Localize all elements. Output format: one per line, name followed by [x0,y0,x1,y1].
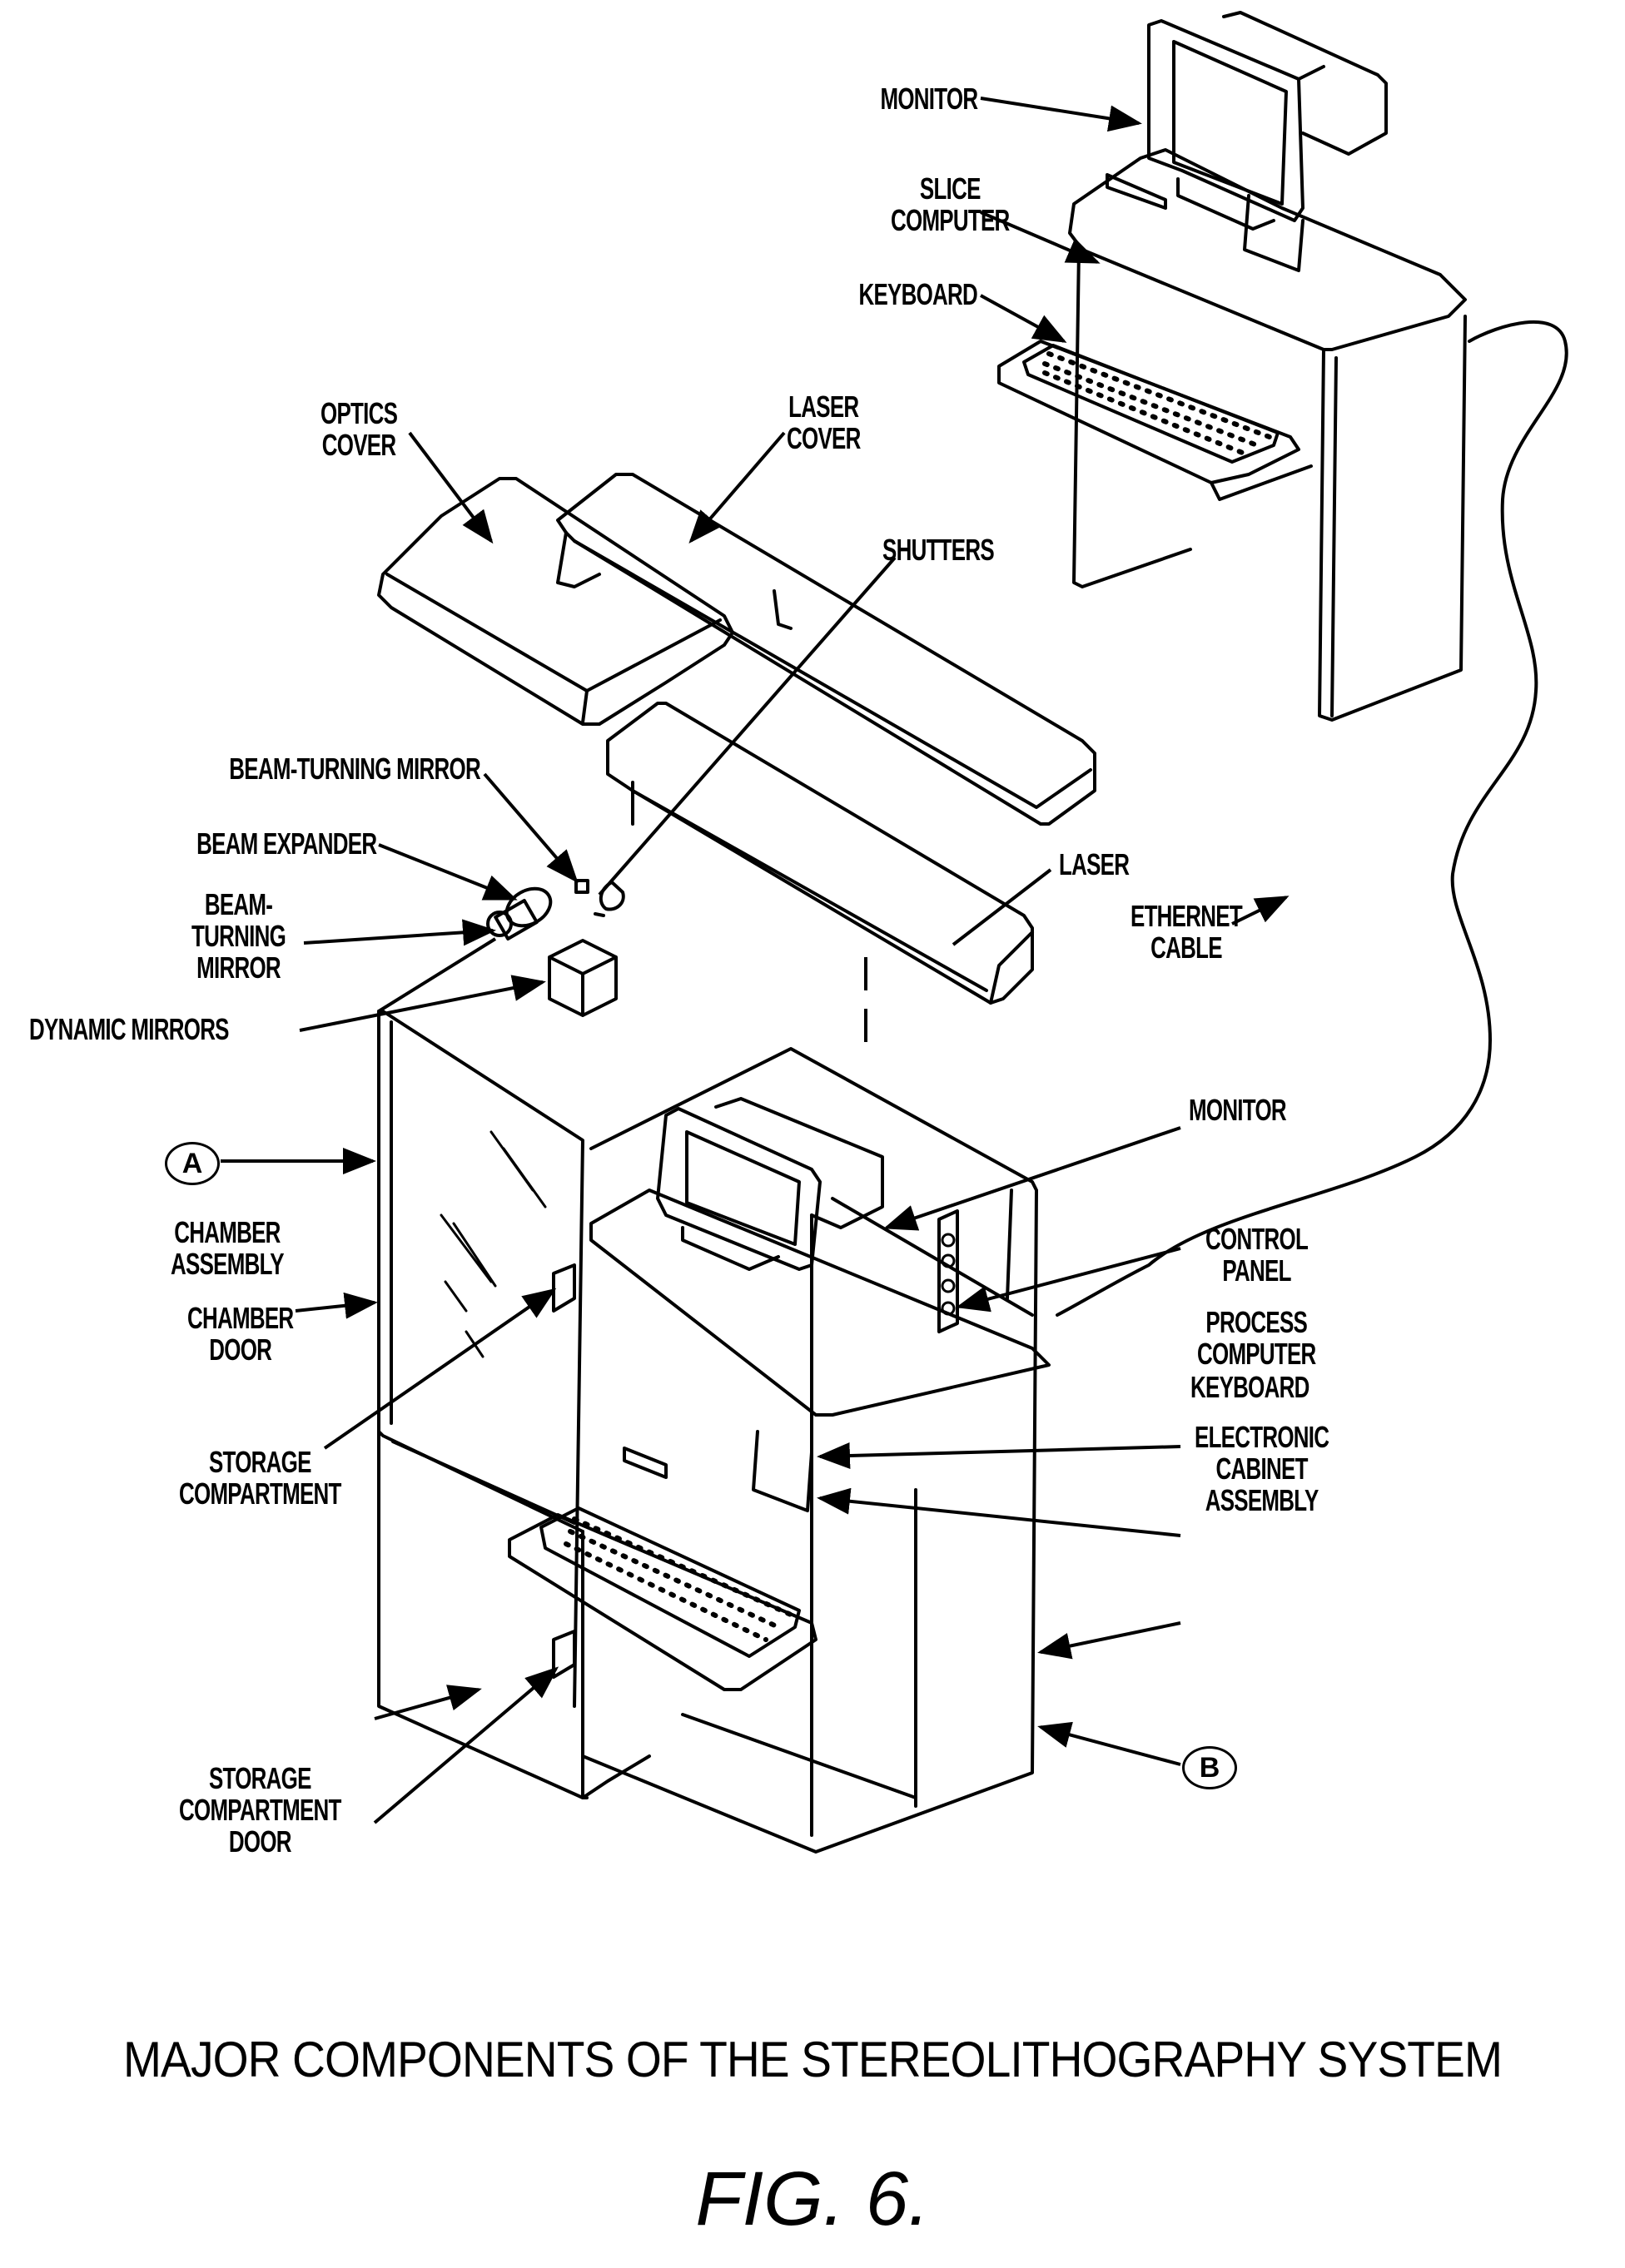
dynamic-mirrors [549,940,616,1015]
ethernet-cable [1057,322,1567,1315]
label-beam-turning-mirror: BEAM- TURNING MIRROR [191,889,286,984]
label-process-monitor: MONITOR [1189,1094,1286,1126]
label-slice-computer: SLICE COMPUTER [891,173,1010,236]
label-chamber-door: CHAMBER DOOR [187,1303,293,1366]
marker-a: A [165,1142,220,1185]
storage-compartment [379,1432,587,1798]
marker-b: B [1182,1746,1237,1789]
chamber-assembly [379,1011,583,1706]
label-control-panel: CONTROL PANEL [1205,1223,1308,1287]
label-storage-compartment: STORAGE COMPARTMENT [179,1447,341,1510]
slice-desk-top [1070,150,1465,350]
label-shutters: SHUTTERS [882,534,994,566]
label-laser-cover: LASER COVER [787,391,861,454]
slice-keyboard [1024,345,1278,462]
chamber-door-handle [554,1265,574,1311]
label-process-computer: PROCESS COMPUTER [1197,1307,1316,1370]
slice-monitor [1149,21,1303,221]
label-ethernet-cable: ETHERNET CABLE [1131,901,1242,964]
label-electronic-cabinet-assembly: ELECTRONIC CABINET ASSEMBLY [1195,1422,1329,1516]
label-optics-cover: OPTICS COVER [321,398,397,461]
label-laser: LASER [1059,849,1129,881]
process-keyboard-tray [509,1515,816,1690]
slice-computer-workstation [999,12,1465,720]
figure-number: FIG. 6. [0,2156,1625,2243]
laser-cover [558,474,1095,824]
main-cabinet [379,1011,1049,1852]
label-process-keyboard: KEYBOARD [1190,1372,1309,1403]
shutters [601,882,624,910]
label-chamber-assembly: CHAMBER ASSEMBLY [171,1217,284,1280]
beam-optics [488,881,624,1015]
slice-computer-drive [1107,175,1165,208]
process-computer-drive [624,1448,666,1477]
beam-turning-mirror-top [576,881,588,892]
label-storage-compartment-door: STORAGE COMPARTMENT DOOR [179,1763,341,1858]
figure-caption: MAJOR COMPONENTS OF THE STEREOLITHOGRAPH… [65,2031,1560,2088]
label-slice-monitor: MONITOR [880,83,977,115]
label-dynamic-mirrors: DYNAMIC MIRRORS [29,1014,229,1045]
laser-body [608,703,1032,1003]
label-slice-keyboard: KEYBOARD [858,279,977,310]
slice-desk-right-panel [1319,316,1465,720]
label-beam-turning-mirror-top: BEAM-TURNING MIRROR [229,753,480,785]
label-beam-expander: BEAM EXPANDER [196,828,376,860]
